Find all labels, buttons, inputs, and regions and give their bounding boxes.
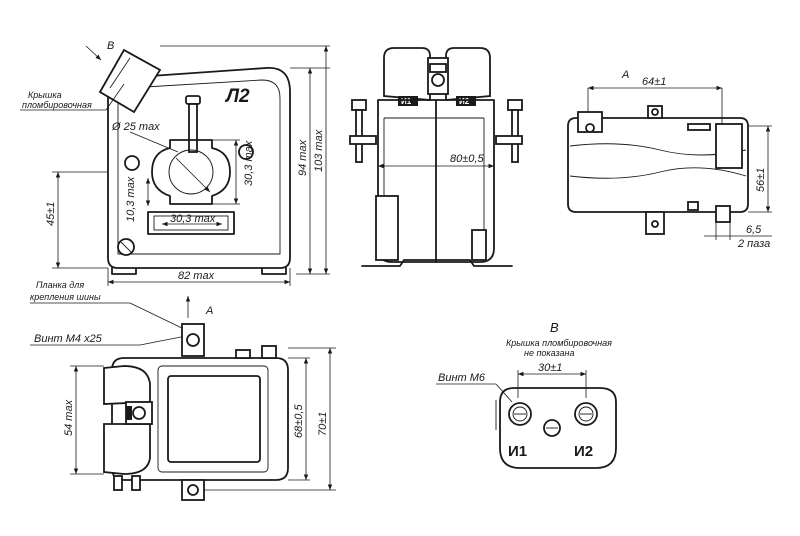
dim-hole-w: 30,3 max [170,213,216,225]
busbar-screw-bottom [187,484,199,496]
window-circle [168,149,214,195]
bolt-nut-left [349,135,377,145]
dim-64: 64±1 [642,76,666,88]
bottom-window [167,375,261,463]
busbar-leader [129,302,187,331]
detail-b-body [499,387,617,469]
front-inner-outline [117,79,281,255]
bolt-head-right [507,99,523,111]
a-top-tab-hole [651,108,659,116]
bottom-top-tab-1 [235,349,251,359]
seal-cover-line [109,57,131,89]
detail-b-note-2: не показана [524,348,575,358]
seal-cover [98,48,162,114]
bottom-terminal-2 [103,423,151,475]
dim-30: 30±1 [538,362,562,374]
terminal-block-right [445,47,491,101]
dim-70: 70±1 [317,412,329,436]
label-l2: Л2 [224,86,250,107]
bottom-inner-frame [157,365,269,473]
bottom-foot-1 [113,475,123,491]
seal-cover-label-1: Крышка [28,90,62,100]
dim-hole-h: 30,3 max [243,140,255,186]
screw-m6-leader [495,383,513,403]
screw-i2-inner [578,406,594,422]
i2-plate [456,96,476,106]
a-bottom-tab-hole [651,220,659,228]
bottom-center-screw [132,406,146,420]
dim-94: 94 max [297,139,309,176]
screw-m4: Винт М4 х25 [34,333,103,345]
bottom-top-tab-2 [261,345,277,359]
side-view: И1 И2 80±0,5 [349,47,523,267]
terminal-block-left [383,47,431,101]
a-bottom-notch [687,201,699,211]
dim-80: 80±0,5 [450,153,484,165]
dim-103: 103 max [313,129,325,172]
right-mark [238,144,254,160]
screw-m6: Винт М6 [438,372,486,384]
side-base [361,259,513,267]
detail-b: B Крышка пломбировочная не показана 30±1… [436,320,617,469]
dim-56: 56±1 [755,168,767,192]
view-mark-a: A [621,69,629,81]
seal-cover-leader-2 [105,83,125,111]
label-plate-inner [153,215,229,231]
dim-82: 82 max [178,270,215,282]
top-right-view: A 64±1 56±1 6,5 2 паза [567,69,772,250]
detail-b-note-1: Крышка пломбировочная [506,338,612,348]
left-mark [124,155,140,171]
top-screw-shank [188,103,198,153]
a-body [567,117,749,213]
a-bottom-foot [715,205,731,223]
foot-right [261,267,287,275]
view-mark-b: B [107,40,114,52]
a-top-slot [687,123,711,131]
dim-54: 54 max [63,399,75,436]
side-inner-lines [383,117,485,248]
foot-left [111,267,137,275]
arrow-a: A [205,305,213,317]
screw-i1-inner [512,406,528,422]
dim-hole-dia: Ø 25 max [111,121,160,133]
dim-2-grooves: 2 паза [737,238,770,250]
busbar-plate-label-1: Планка для [36,280,84,290]
screw-m4-leader [139,335,187,346]
bottom-center-mark [126,406,132,420]
side-label-i2: И2 [459,97,470,106]
dim-45: 45±1 [45,202,57,226]
bottom-view: Планка для крепления шины A Винт М4 х25 [30,280,336,501]
dia-leader [129,131,179,153]
lower-tab-left [375,195,399,261]
seal-cover-label-2: пломбировочная [22,100,92,110]
center-nut [429,63,447,73]
a-right-block [715,123,743,169]
detail-b-title: B [550,320,559,335]
bottom-screw-slot [120,241,132,253]
view-b-arrow [85,45,102,61]
lower-tab-right [471,229,487,261]
a-curve-bot [569,167,747,179]
busbar-plate-label-2: крепления шины [30,292,101,302]
dim-65: 6,5 [746,224,762,236]
label-plate [147,211,235,235]
dim-68: 68±0,5 [293,404,305,438]
detail-label-i2: И2 [574,443,593,460]
center-screw [431,73,445,87]
detail-label-i1: И1 [508,443,527,460]
a-left-clamp-hole [585,123,595,133]
busbar-screw-top [186,333,200,347]
front-view: B Крышка пломбировочная Л2 Ø 25 max 30,3… [20,40,330,286]
dia-arrow [175,157,211,193]
top-screw-head [185,95,201,105]
dim-left: 10,3 max [125,176,137,222]
i1-plate [398,96,418,106]
bolt-nut-right [495,135,523,145]
bottom-terminal-1 [103,365,151,405]
bolt-head-left [351,99,367,111]
side-label-i1: И1 [401,97,412,106]
bottom-foot-2 [131,475,141,491]
